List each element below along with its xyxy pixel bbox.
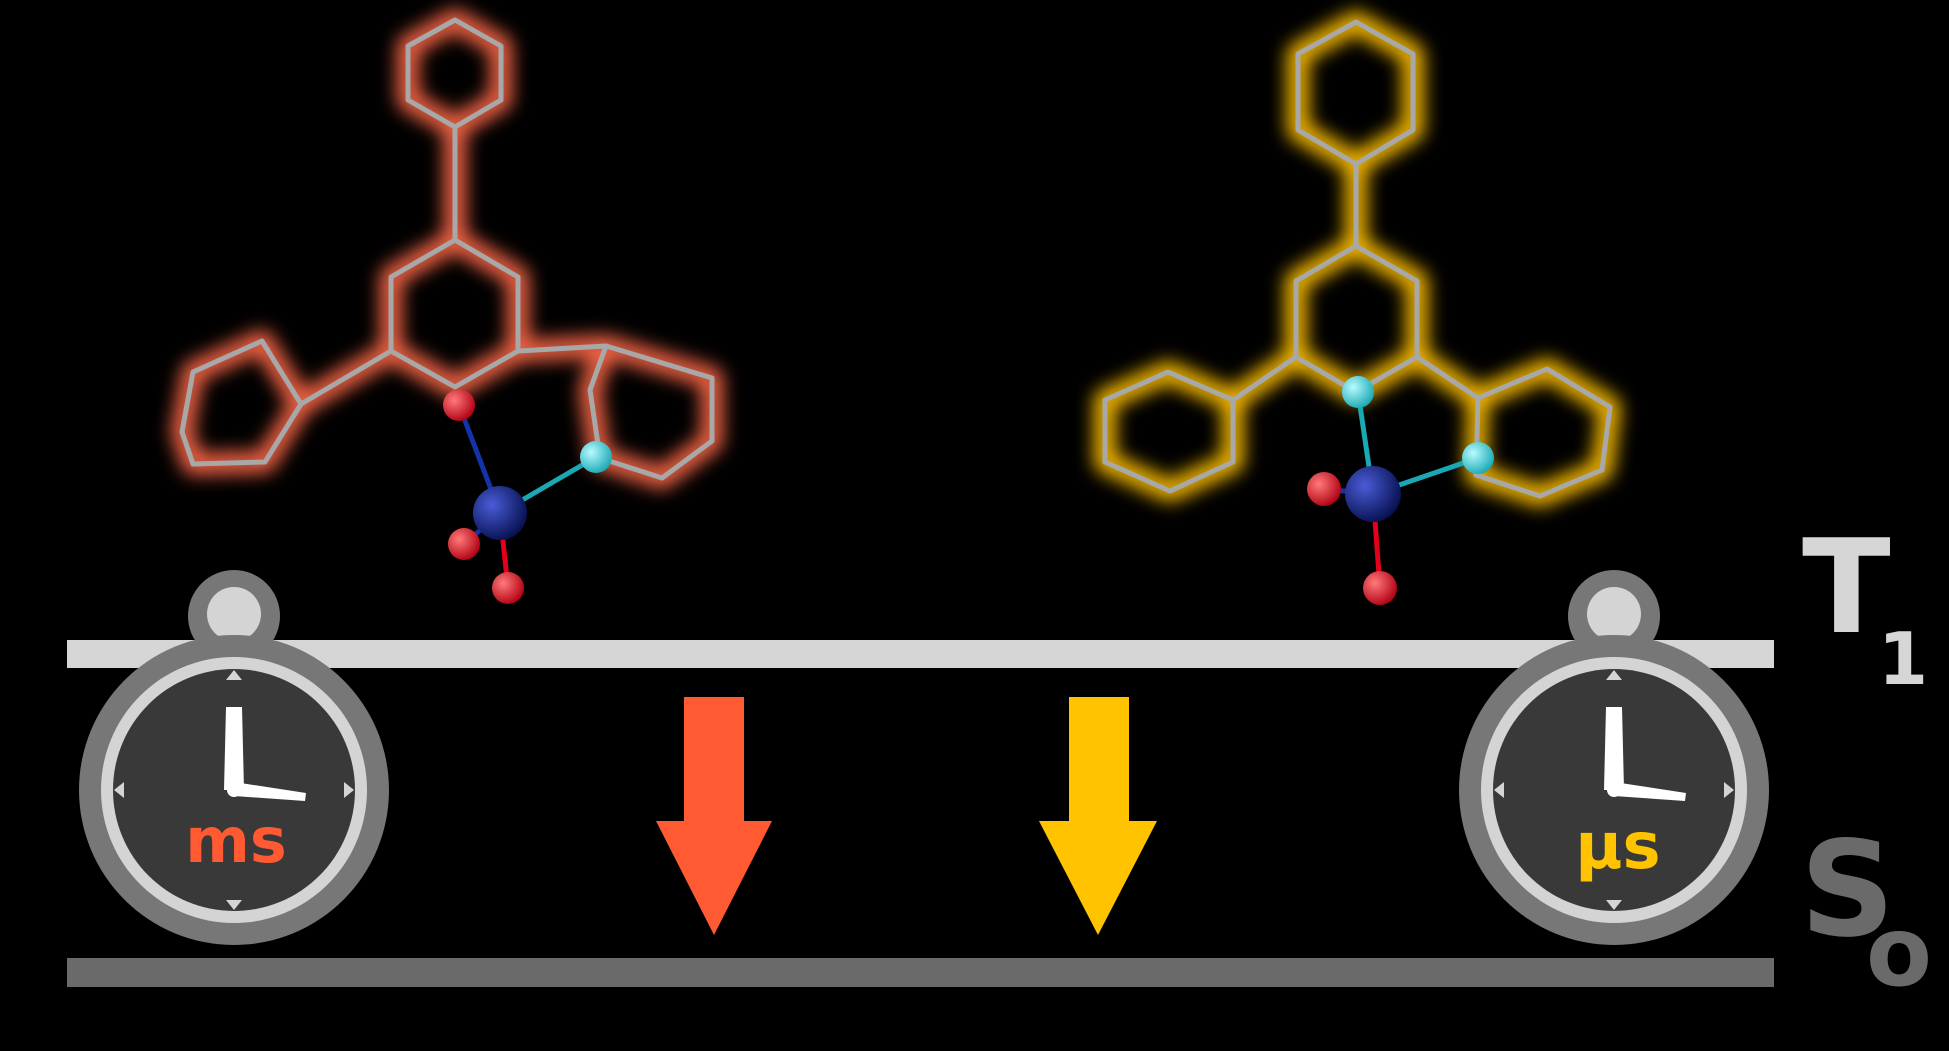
left-oxygen-atom — [448, 528, 480, 560]
left-oxygen-atom — [443, 389, 475, 421]
left-nitrogen-atom — [580, 441, 612, 473]
left-emission-arrow — [656, 697, 772, 935]
left-stopwatch-icon — [79, 570, 389, 945]
right-stopwatch-icon — [1459, 570, 1769, 945]
right-molecule-glow — [1094, 11, 1621, 507]
s0-label-sub: o — [1866, 896, 1932, 1008]
left-molecule-bonds — [179, 17, 715, 481]
right-timer-unit: µs — [1575, 810, 1660, 884]
left-timer-unit: ms — [185, 804, 287, 877]
s0-label-main: S — [1800, 813, 1895, 967]
right-oxygen-atom — [1307, 472, 1341, 506]
left-molecule — [171, 9, 723, 604]
left-metal-atom — [473, 486, 527, 540]
right-oxygen-atom — [1363, 571, 1397, 605]
left-oxygen-atom — [492, 572, 524, 604]
t1-label-sub: 1 — [1878, 617, 1928, 701]
t1-level-bar — [67, 640, 1774, 668]
s0-level-bar — [67, 958, 1774, 987]
right-emission-arrow — [1039, 697, 1157, 935]
right-metal-atom — [1345, 466, 1401, 522]
t1-label-main: T — [1802, 511, 1891, 663]
right-molecule — [1094, 11, 1621, 605]
right-nitrogen-atom — [1342, 376, 1374, 408]
right-nitrogen-atom — [1462, 442, 1494, 474]
